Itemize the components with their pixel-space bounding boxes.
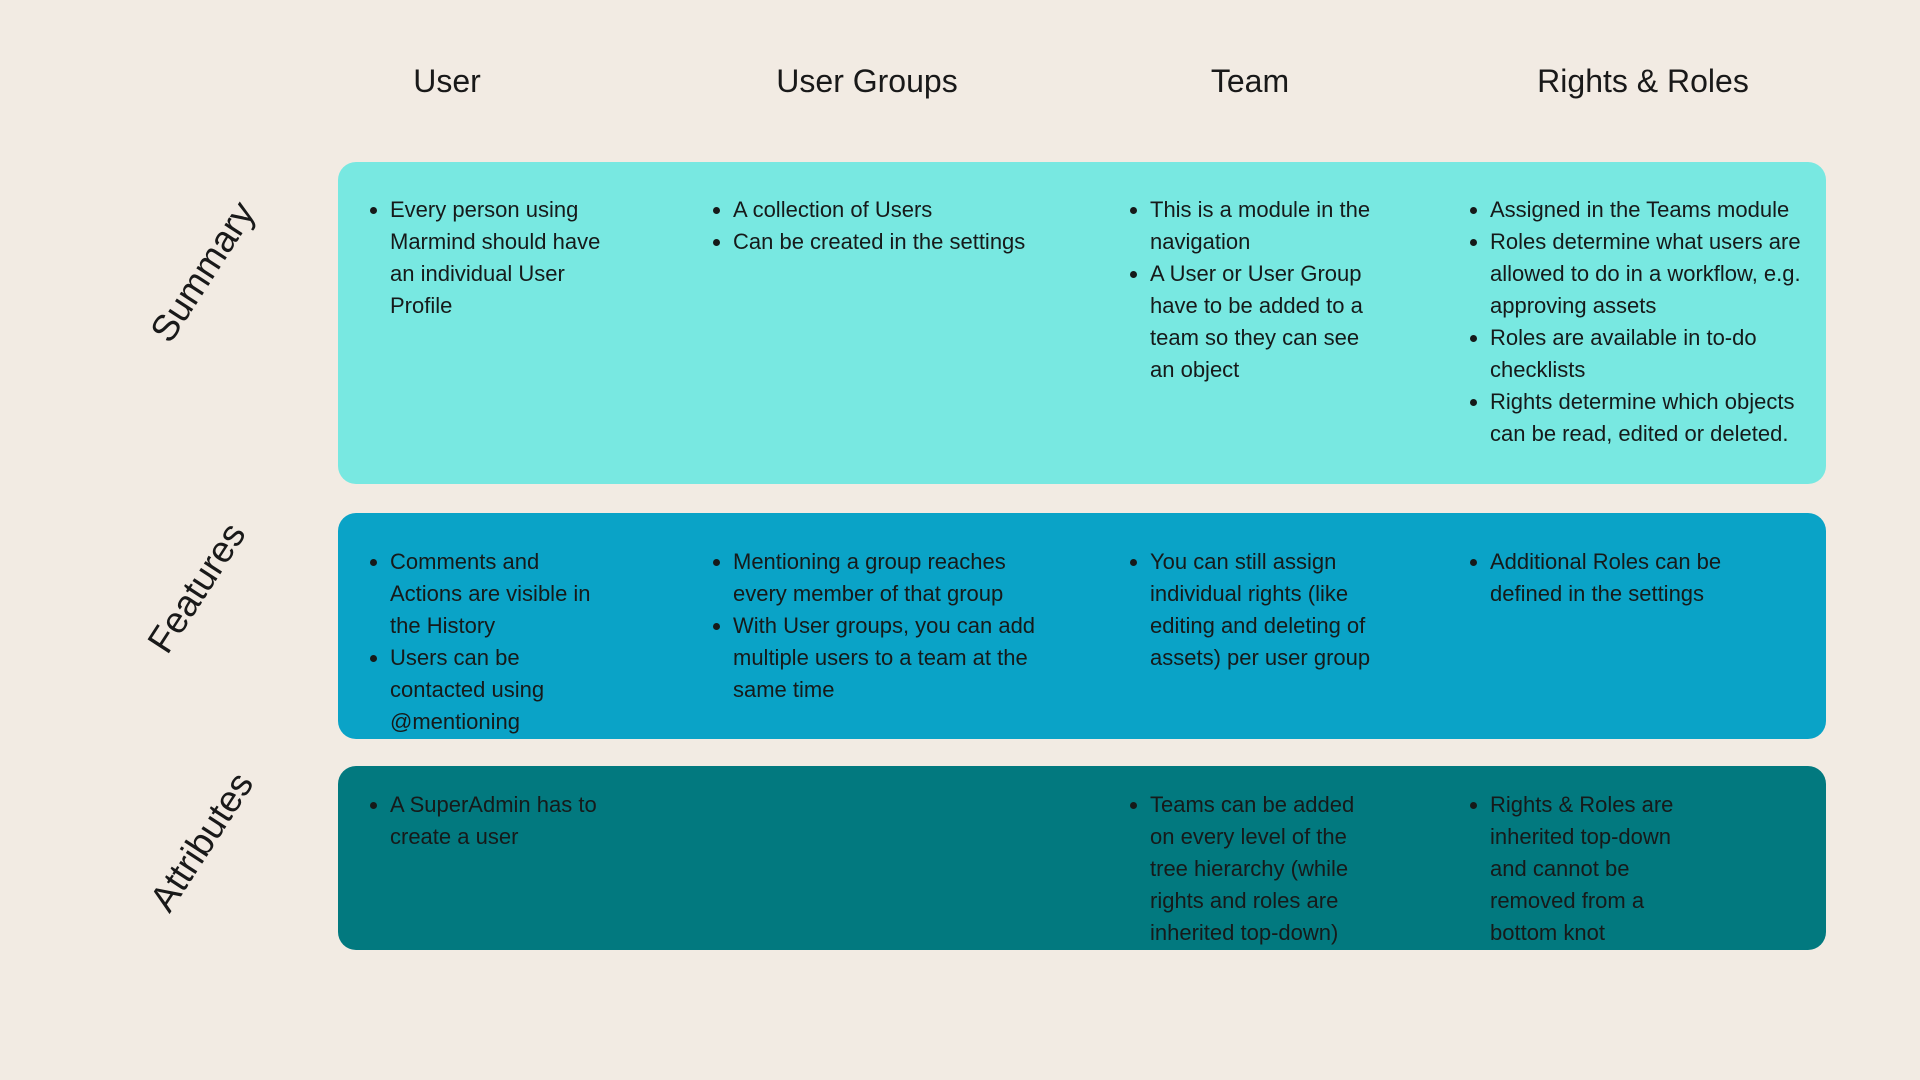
bullet-list: A collection of UsersCan be created in t… xyxy=(705,194,1135,258)
bullet-item: Users can be contacted using @mentioning xyxy=(390,642,692,738)
matrix-cell-attributes-user-groups xyxy=(705,766,1135,950)
row-label-attributes: Attributes xyxy=(141,765,262,919)
matrix-cell-features-rights-roles: Additional Roles can be defined in the s… xyxy=(1462,513,1828,739)
row-label-features: Features xyxy=(139,515,254,661)
matrix-cell-attributes-team: Teams can be added on every level of the… xyxy=(1122,766,1472,950)
bullet-item: With User groups, you can add multiple u… xyxy=(733,610,1135,706)
matrix-cell-summary-team: This is a module in the navigationA User… xyxy=(1122,162,1472,484)
bullet-item: Rights & Roles are inherited top-down an… xyxy=(1490,789,1828,949)
column-header-user-groups: User Groups xyxy=(776,63,958,99)
bullet-item: Additional Roles can be defined in the s… xyxy=(1490,546,1828,610)
bullet-list: Rights & Roles are inherited top-down an… xyxy=(1462,789,1828,949)
bullet-item: A SuperAdmin has to create a user xyxy=(390,789,692,853)
bullet-item: Comments and Actions are visible in the … xyxy=(390,546,692,642)
bullet-list: Mentioning a group reaches every member … xyxy=(705,546,1135,706)
bullet-item: Rights determine which objects can be re… xyxy=(1490,386,1828,450)
row-attributes: A SuperAdmin has to create a user Teams … xyxy=(338,766,1826,950)
bullet-item: A User or User Group have to be added to… xyxy=(1150,258,1472,386)
matrix-cell-features-user: Comments and Actions are visible in the … xyxy=(362,513,692,739)
matrix-cell-summary-user: Every person using Marmind should have a… xyxy=(362,162,692,484)
bullet-list: A SuperAdmin has to create a user xyxy=(362,789,692,853)
matrix-cell-summary-rights-roles: Assigned in the Teams moduleRoles determ… xyxy=(1462,162,1828,484)
bullet-item: This is a module in the navigation xyxy=(1150,194,1472,258)
bullet-item: Assigned in the Teams module xyxy=(1490,194,1828,226)
bullet-list: Additional Roles can be defined in the s… xyxy=(1462,546,1828,610)
column-header-team: Team xyxy=(1210,63,1290,99)
bullet-list: Comments and Actions are visible in the … xyxy=(362,546,692,738)
column-header-user: User xyxy=(413,63,481,99)
bullet-item: Mentioning a group reaches every member … xyxy=(733,546,1135,610)
bullet-list: Teams can be added on every level of the… xyxy=(1122,789,1472,949)
column-header-rights-roles: Rights & Roles xyxy=(1537,63,1749,99)
bullet-item: A collection of Users xyxy=(733,194,1135,226)
bullet-item: Roles are available in to-do checklists xyxy=(1490,322,1828,386)
row-summary: Every person using Marmind should have a… xyxy=(338,162,1826,484)
bullet-list: You can still assign individual rights (… xyxy=(1122,546,1472,674)
matrix-cell-attributes-rights-roles: Rights & Roles are inherited top-down an… xyxy=(1462,766,1828,950)
bullet-list: Assigned in the Teams moduleRoles determ… xyxy=(1462,194,1828,450)
bullet-item: Can be created in the settings xyxy=(733,226,1135,258)
bullet-list: This is a module in the navigationA User… xyxy=(1122,194,1472,386)
bullet-item: You can still assign individual rights (… xyxy=(1150,546,1472,674)
matrix-cell-attributes-user: A SuperAdmin has to create a user xyxy=(362,766,692,950)
bullet-item: Every person using Marmind should have a… xyxy=(390,194,692,322)
bullet-list: Every person using Marmind should have a… xyxy=(362,194,692,322)
matrix-cell-features-user-groups: Mentioning a group reaches every member … xyxy=(705,513,1135,739)
row-label-summary: Summary xyxy=(142,194,263,350)
bullet-item: Teams can be added on every level of the… xyxy=(1150,789,1472,949)
matrix-cell-summary-user-groups: A collection of UsersCan be created in t… xyxy=(705,162,1135,484)
bullet-item: Roles determine what users are allowed t… xyxy=(1490,226,1828,322)
row-features: Comments and Actions are visible in the … xyxy=(338,513,1826,739)
matrix-cell-features-team: You can still assign individual rights (… xyxy=(1122,513,1472,739)
